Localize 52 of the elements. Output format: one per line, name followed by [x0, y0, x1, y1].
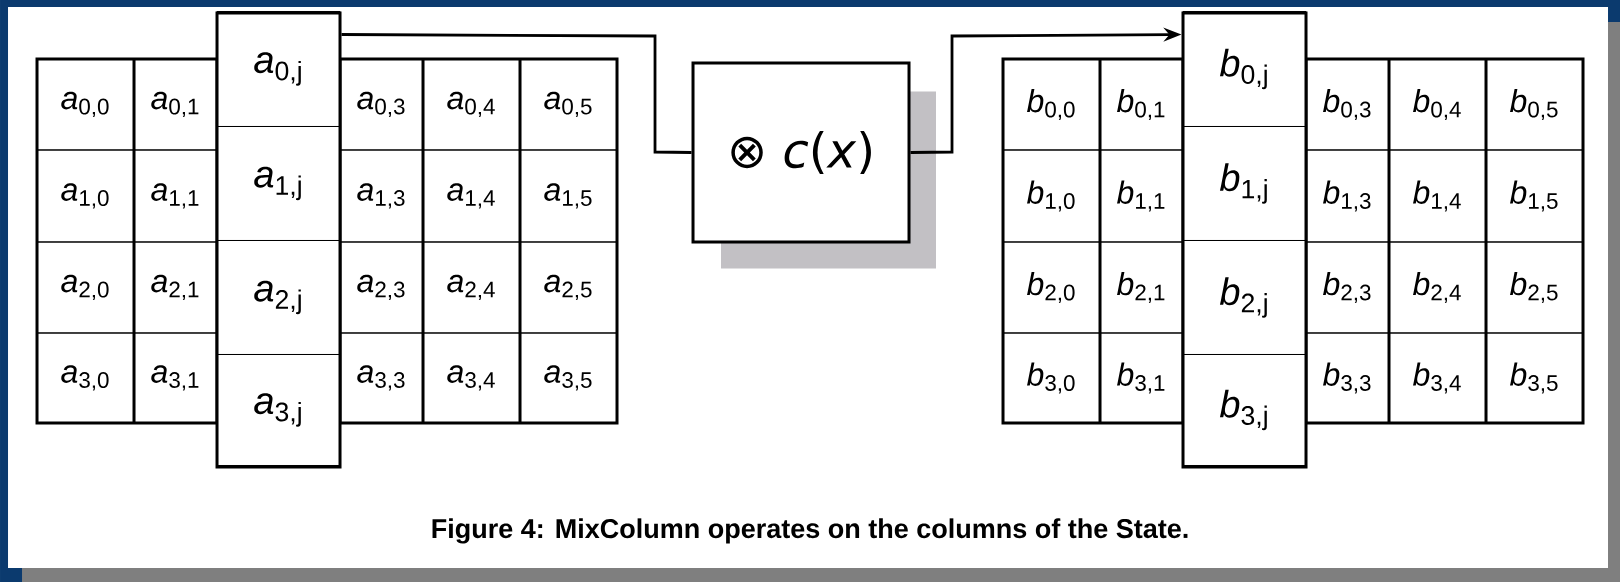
- column-box: [215, 11, 342, 469]
- matrix-cell: a$_{3,4}$: [422, 332, 521, 424]
- matrix-cell: b$_{2,0}$: [1002, 241, 1101, 334]
- matrix-cell: b$_{2,5}$: [1485, 241, 1584, 334]
- matrix-cell: a$_{1,5}$: [519, 149, 618, 243]
- matrix-cell: a$_{1,4}$: [422, 149, 521, 243]
- matrix-cell: b$_{1,4}$: [1388, 149, 1487, 243]
- matrix-cell: b$_{3,5}$: [1485, 332, 1584, 424]
- matrix-cell: a$_{1,0}$: [36, 149, 135, 243]
- matrix-cell: b$_{3,1}$: [1099, 332, 1184, 424]
- matrix-cell: b$_{0,4}$: [1388, 58, 1487, 151]
- matrix-cell: b$_{3,j}$: [1182, 354, 1307, 466]
- figure-caption: Figure 4: MixColumn operates on the columns of the State.: [432, 518, 1188, 544]
- matrix-cell: a$_{0,5}$: [519, 58, 618, 151]
- matrix-cell: a$_{0,1}$: [133, 58, 218, 151]
- matrix-cell: a$_{2,3}$: [339, 241, 424, 334]
- matrix-cell: b$_{0,5}$: [1485, 58, 1584, 151]
- matrix-cell: b$_{0,j}$: [1182, 11, 1307, 127]
- matrix-cell: b$_{2,4}$: [1388, 241, 1487, 334]
- matrix-cell: a$_{3,1}$: [133, 332, 218, 424]
- matrix-cell: a$_{0,3}$: [339, 58, 424, 151]
- matrix-cell: a$_{2,5}$: [519, 241, 618, 334]
- matrix-cell: a$_{3,5}$: [519, 332, 618, 424]
- matrix-cell: a$_{1,3}$: [339, 149, 424, 243]
- matrix-cell: b$_{0,1}$: [1099, 58, 1184, 151]
- matrix-cell: b$_{1,j}$: [1182, 126, 1307, 241]
- column-box: [1181, 11, 1308, 469]
- matrix-cell: a$_{2,j}$: [216, 240, 341, 355]
- matrix-cell: b$_{2,3}$: [1305, 241, 1390, 334]
- matrix-cell: b$_{3,4}$: [1388, 332, 1487, 424]
- matrix-cell: b$_{1,0}$: [1002, 149, 1101, 243]
- matrix-cell: a$_{0,j}$: [216, 11, 341, 127]
- matrix-cell: a$_{1,1}$: [133, 149, 218, 243]
- matrix-cell: b$_{1,3}$: [1305, 149, 1390, 243]
- matrix-cell: a$_{2,0}$: [36, 241, 135, 334]
- matrix-cell: a$_{3,0}$: [36, 332, 135, 424]
- matrix-cell: b$_{2,j}$: [1182, 240, 1307, 355]
- matrix-cell: a$_{0,4}$: [422, 58, 521, 151]
- matrix-cell: a$_{3,j}$: [216, 354, 341, 466]
- matrix-cell: b$_{0,3}$: [1305, 58, 1390, 151]
- matrix-cell: a$_{2,1}$: [133, 241, 218, 334]
- matrix-cell: b$_{3,3}$: [1305, 332, 1390, 424]
- matrix-cell: a$_{1,j}$: [216, 126, 341, 241]
- matrix-cell: b$_{1,1}$: [1099, 149, 1184, 243]
- matrix-cell: b$_{2,1}$: [1099, 241, 1184, 334]
- matrix-cell: a$_{3,3}$: [339, 332, 424, 424]
- matrix-cell: a$_{0,0}$: [36, 58, 135, 151]
- matrix-cell: b$_{1,5}$: [1485, 149, 1584, 243]
- matrix-cell: a$_{2,4}$: [422, 241, 521, 334]
- matrix-cell: b$_{3,0}$: [1002, 332, 1101, 424]
- operation-box: ⊗ c(x): [691, 61, 936, 269]
- matrix-cell: b$_{0,0}$: [1002, 58, 1101, 151]
